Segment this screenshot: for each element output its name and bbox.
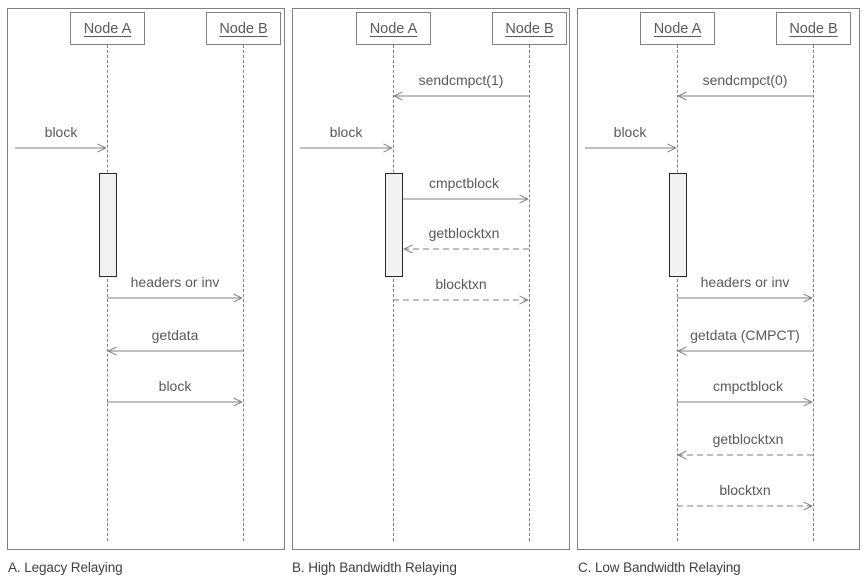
panel-b-node-a-label: Node A — [369, 20, 418, 37]
panel-c-node-a-lifeline — [677, 45, 678, 541]
panel-b-message-label-cmpctblock: cmpctblock — [428, 175, 500, 191]
panel-b-node-a-lifeline — [393, 45, 394, 541]
panel-b-caption: B. High Bandwidth Relaying — [292, 560, 457, 575]
panel-b-message-label-blocktxn: blocktxn — [435, 276, 487, 292]
panel-c-caption: C. Low Bandwidth Relaying — [578, 560, 741, 575]
panel-a-node-b-box: Node B — [206, 12, 281, 45]
panel-c-message-label-sendcmpct-0: sendcmpct(0) — [702, 72, 788, 88]
panel-a-caption: A. Legacy Relaying — [8, 560, 123, 575]
panel-b-message-label-getblocktxn: getblocktxn — [428, 225, 500, 241]
panel-b-node-b-box: Node B — [492, 12, 567, 45]
panel-c-node-a-box: Node A — [640, 12, 715, 45]
panel-b-activation-bar — [385, 173, 403, 277]
panel-a-external-block-label: block — [44, 124, 78, 140]
panel-b-external-block-label: block — [329, 124, 363, 140]
panel-a-node-a-box: Node A — [70, 12, 145, 45]
panel-legacy-relaying — [7, 8, 285, 550]
panel-a-message-label-getdata: getdata — [151, 327, 199, 343]
panel-c-message-label-cmpctblock: cmpctblock — [712, 378, 784, 394]
panel-low-bandwidth-relaying — [577, 8, 860, 550]
panel-a-node-a-lifeline — [107, 45, 108, 541]
panel-c-activation-bar — [669, 173, 687, 277]
panel-c-node-b-box: Node B — [776, 12, 851, 45]
panel-c-node-a-label: Node A — [653, 20, 702, 37]
panel-b-node-b-label: Node B — [505, 20, 554, 37]
panel-a-activation-bar — [99, 173, 117, 277]
panel-a-node-b-lifeline — [243, 45, 244, 541]
panel-b-node-b-lifeline — [529, 45, 530, 541]
panel-a-node-a-label: Node A — [83, 20, 132, 37]
panel-a-node-b-label: Node B — [219, 20, 268, 37]
panel-c-node-b-label: Node B — [789, 20, 838, 37]
panel-c-external-block-label: block — [613, 124, 647, 140]
panel-c-node-b-lifeline — [813, 45, 814, 541]
panel-high-bandwidth-relaying — [292, 8, 570, 550]
panel-c-message-label-blocktxn: blocktxn — [719, 482, 771, 498]
panel-c-message-label-getblocktxn: getblocktxn — [712, 431, 784, 447]
panel-b-node-a-box: Node A — [356, 12, 431, 45]
panel-c-message-label-getdata-cmpct: getdata (CMPCT) — [690, 327, 800, 343]
panel-a-message-label-block: block — [158, 378, 192, 394]
panel-a-message-label-headers-or-inv: headers or inv — [130, 274, 220, 290]
panel-b-message-label-sendcmpct-1: sendcmpct(1) — [418, 72, 504, 88]
panel-c-message-label-headers-or-inv: headers or inv — [700, 274, 790, 290]
